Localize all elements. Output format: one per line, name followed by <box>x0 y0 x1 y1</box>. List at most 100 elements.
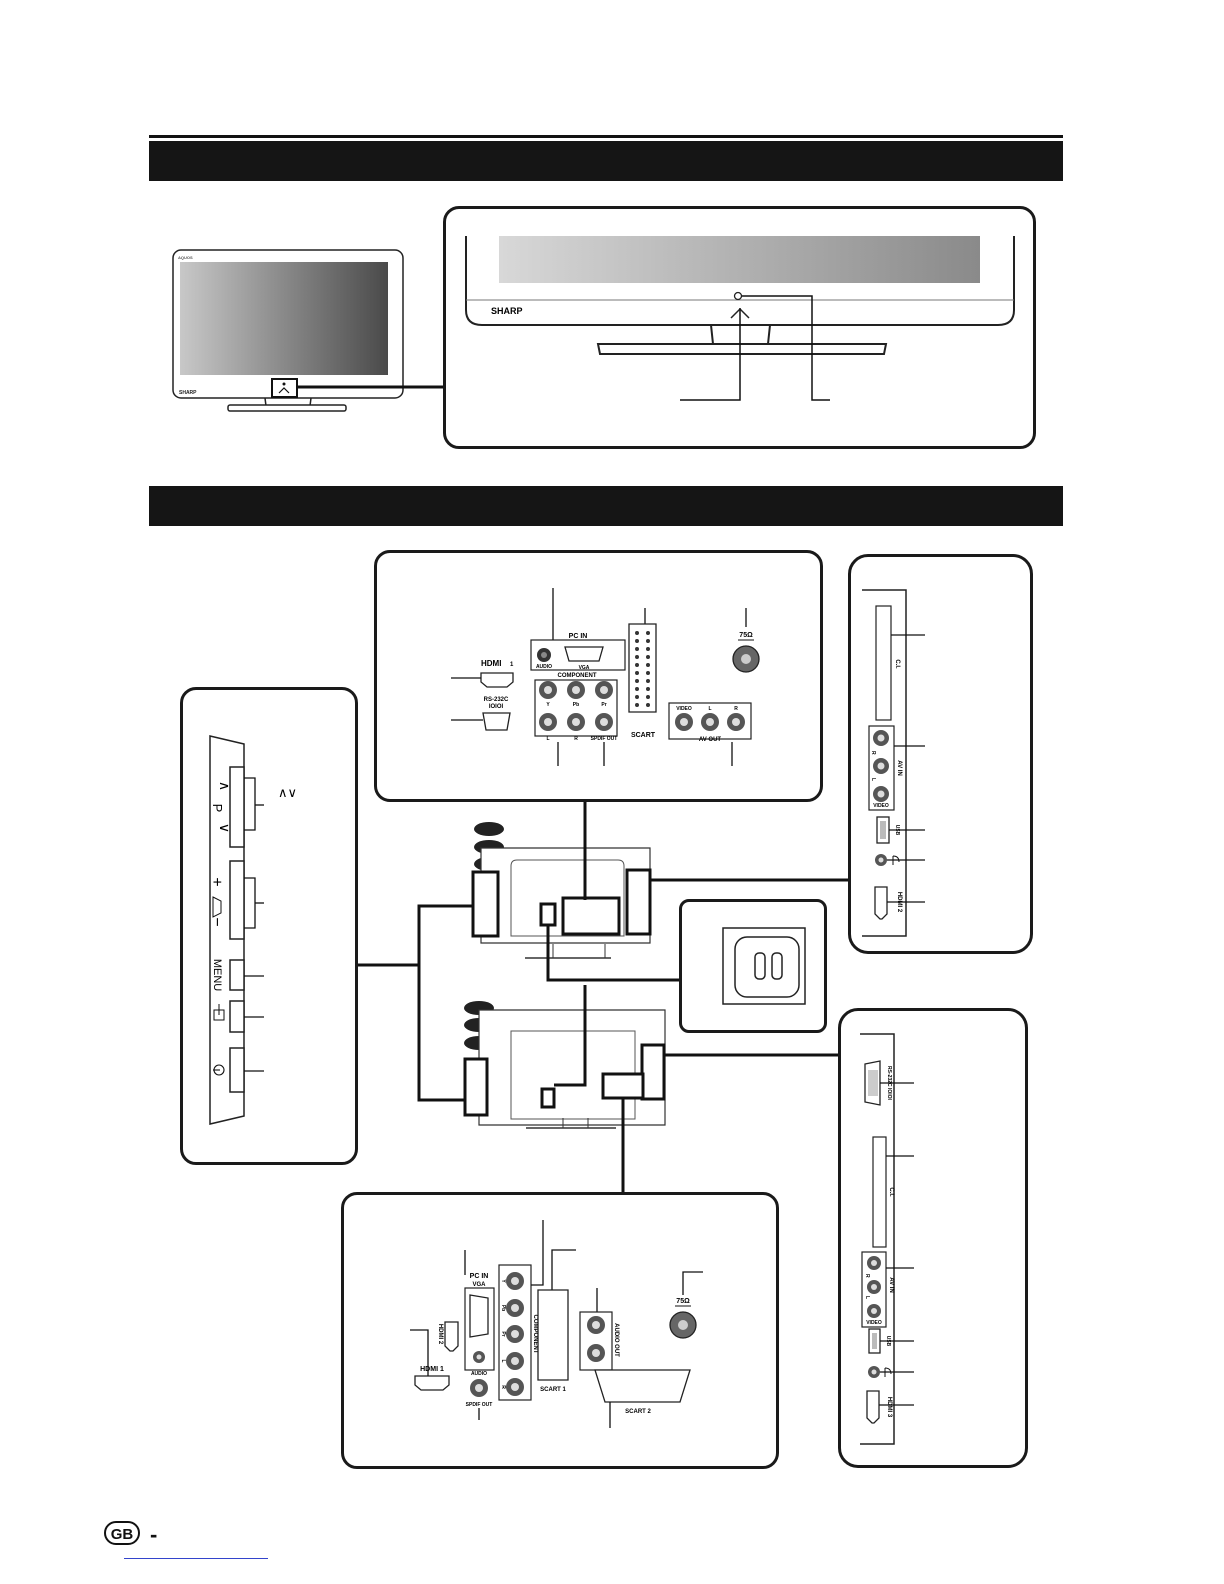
rear-terminals-upper-panel <box>374 550 823 802</box>
comp-l-lower: L <box>500 1359 506 1362</box>
scart-pin <box>635 703 639 707</box>
audio-lower: AUDIO <box>471 1371 487 1377</box>
scart-pin <box>646 655 650 659</box>
ci-label: C.I. <box>894 659 900 669</box>
scart-pin <box>635 679 639 683</box>
scart-pin <box>635 671 639 675</box>
side-lower-terminals: RS-232C IOIOI C.I. R L AV IN VIDEO USB H… <box>860 1033 914 1445</box>
input-icon <box>213 1004 225 1021</box>
tv-rear-lower <box>463 1001 666 1129</box>
vga-lower: VGA <box>472 1282 486 1288</box>
scart-pin <box>635 639 639 643</box>
connector-lines <box>358 802 848 1192</box>
scart-pin <box>646 703 650 707</box>
comp-pr-lower: Pr <box>500 1331 506 1336</box>
spdif-lower: SPDIF OUT <box>466 1402 493 1408</box>
rs232c-label: RS-232C <box>484 697 509 703</box>
scart-pin <box>635 687 639 691</box>
av-in-r-lower: R <box>864 1274 870 1278</box>
comp-y: Y <box>546 702 550 708</box>
scart-pin <box>646 647 650 651</box>
menu-label: MENU <box>211 959 223 991</box>
pc-in-label: PC IN <box>569 633 588 640</box>
tv-large-brand: SHARP <box>491 306 523 316</box>
av-in-video: VIDEO <box>873 803 889 809</box>
comp-y-lower: Y <box>500 1279 506 1283</box>
spdif-out-label: SPDIF OUT <box>591 736 618 742</box>
channel-down-symbol: ∨ <box>217 823 233 833</box>
component-jacks <box>539 681 613 731</box>
scart1-lower: SCART 1 <box>540 1387 566 1393</box>
tv-front-small: AQUOS SHARP <box>172 249 443 412</box>
audio-label: AUDIO <box>536 664 552 670</box>
scart-pin <box>635 631 639 635</box>
scart-pin <box>646 671 650 675</box>
region-badge: GB <box>104 1521 140 1545</box>
component-label: COMPONENT <box>558 673 597 679</box>
scart-pin <box>635 663 639 667</box>
comp-r-lower: R <box>500 1385 506 1389</box>
av-in-label: AV IN <box>896 760 902 776</box>
scart-pin <box>635 647 639 651</box>
page-dash: - <box>150 1522 158 1547</box>
rear-lower-terminals: PC IN VGA AUDIO HDMI 2 HDMI 1 SPDIF OUT … <box>410 1220 703 1428</box>
comp-pb-lower: Pb <box>500 1305 506 1311</box>
hdmi1-label: HDMI <box>481 659 501 668</box>
volume-icon <box>212 896 222 918</box>
side-upper-terminals: C.I. R L AV IN VIDEO USB HDMI 2 <box>862 589 925 937</box>
component-lower: COMPONENT <box>532 1315 538 1354</box>
comp-pr: Pr <box>601 702 606 708</box>
av-out-r: R <box>734 706 738 712</box>
scart-pin <box>646 687 650 691</box>
hdmi2-lower: HDMI 2 <box>437 1324 443 1345</box>
antenna-lower: 75Ω <box>676 1298 690 1305</box>
channel-ref-symbol: ∧∨ <box>278 785 297 800</box>
av-in-l: L <box>870 778 876 781</box>
scart-pin <box>635 695 639 699</box>
rs232c-sub: IOIOI <box>489 704 504 710</box>
ci-side-label: C.I. <box>888 1187 894 1197</box>
rear-upper-terminals: PC IN AUDIO VGA HDMI 1 RS-232C IOIOI COM… <box>451 588 760 766</box>
av-out-video: VIDEO <box>676 706 692 712</box>
av-in-video-lower: VIDEO <box>866 1320 882 1326</box>
hdmi1-lower: HDMI 1 <box>420 1366 444 1373</box>
scart-pin <box>646 695 650 699</box>
channel-label: P <box>210 804 225 813</box>
tv-front-large: SHARP <box>465 236 1015 401</box>
av-out-l: L <box>708 706 711 712</box>
power-icon <box>213 1064 225 1076</box>
hdmi3-label: HDMI 3 <box>886 1397 892 1418</box>
pc-in-lower: PC IN <box>470 1273 489 1280</box>
ac-inlet <box>722 927 806 1005</box>
tv-small-brand: SHARP <box>179 390 197 396</box>
scart-pin <box>646 679 650 683</box>
tv-small-model: AQUOS <box>178 255 193 260</box>
scart2-lower: SCART 2 <box>625 1409 651 1415</box>
audio-out-lower: AUDIO OUT <box>613 1323 619 1357</box>
section-header-rear <box>149 486 1063 526</box>
volume-plus-symbol: + <box>208 877 225 886</box>
scart-label: SCART <box>631 732 656 739</box>
av-in-lower-label: AV IN <box>888 1277 894 1293</box>
channel-up-symbol: ∧ <box>217 781 233 791</box>
scart-pin <box>646 639 650 643</box>
scart-pin <box>646 663 650 667</box>
scart-pin <box>635 655 639 659</box>
av-out-label: AV OUT <box>699 737 722 743</box>
top-rule <box>149 135 1063 138</box>
antenna-label: 75Ω <box>739 632 753 639</box>
audio-r: R <box>574 736 578 742</box>
scart-pins <box>635 631 650 707</box>
volume-minus-symbol: − <box>208 917 225 926</box>
vga-label: VGA <box>579 665 590 671</box>
hdmi1-num: 1 <box>510 662 514 668</box>
section-header-front <box>149 141 1063 181</box>
av-in-l-lower: L <box>864 1296 870 1299</box>
audio-l: L <box>546 736 549 742</box>
comp-pb: Pb <box>573 702 579 708</box>
footer-link-underline[interactable] <box>124 1558 268 1559</box>
side-buttons: ∧ P ∨ + − MENU ∧∨ <box>208 735 297 1125</box>
tv-rear-upper <box>471 822 652 959</box>
scart-pin <box>646 631 650 635</box>
